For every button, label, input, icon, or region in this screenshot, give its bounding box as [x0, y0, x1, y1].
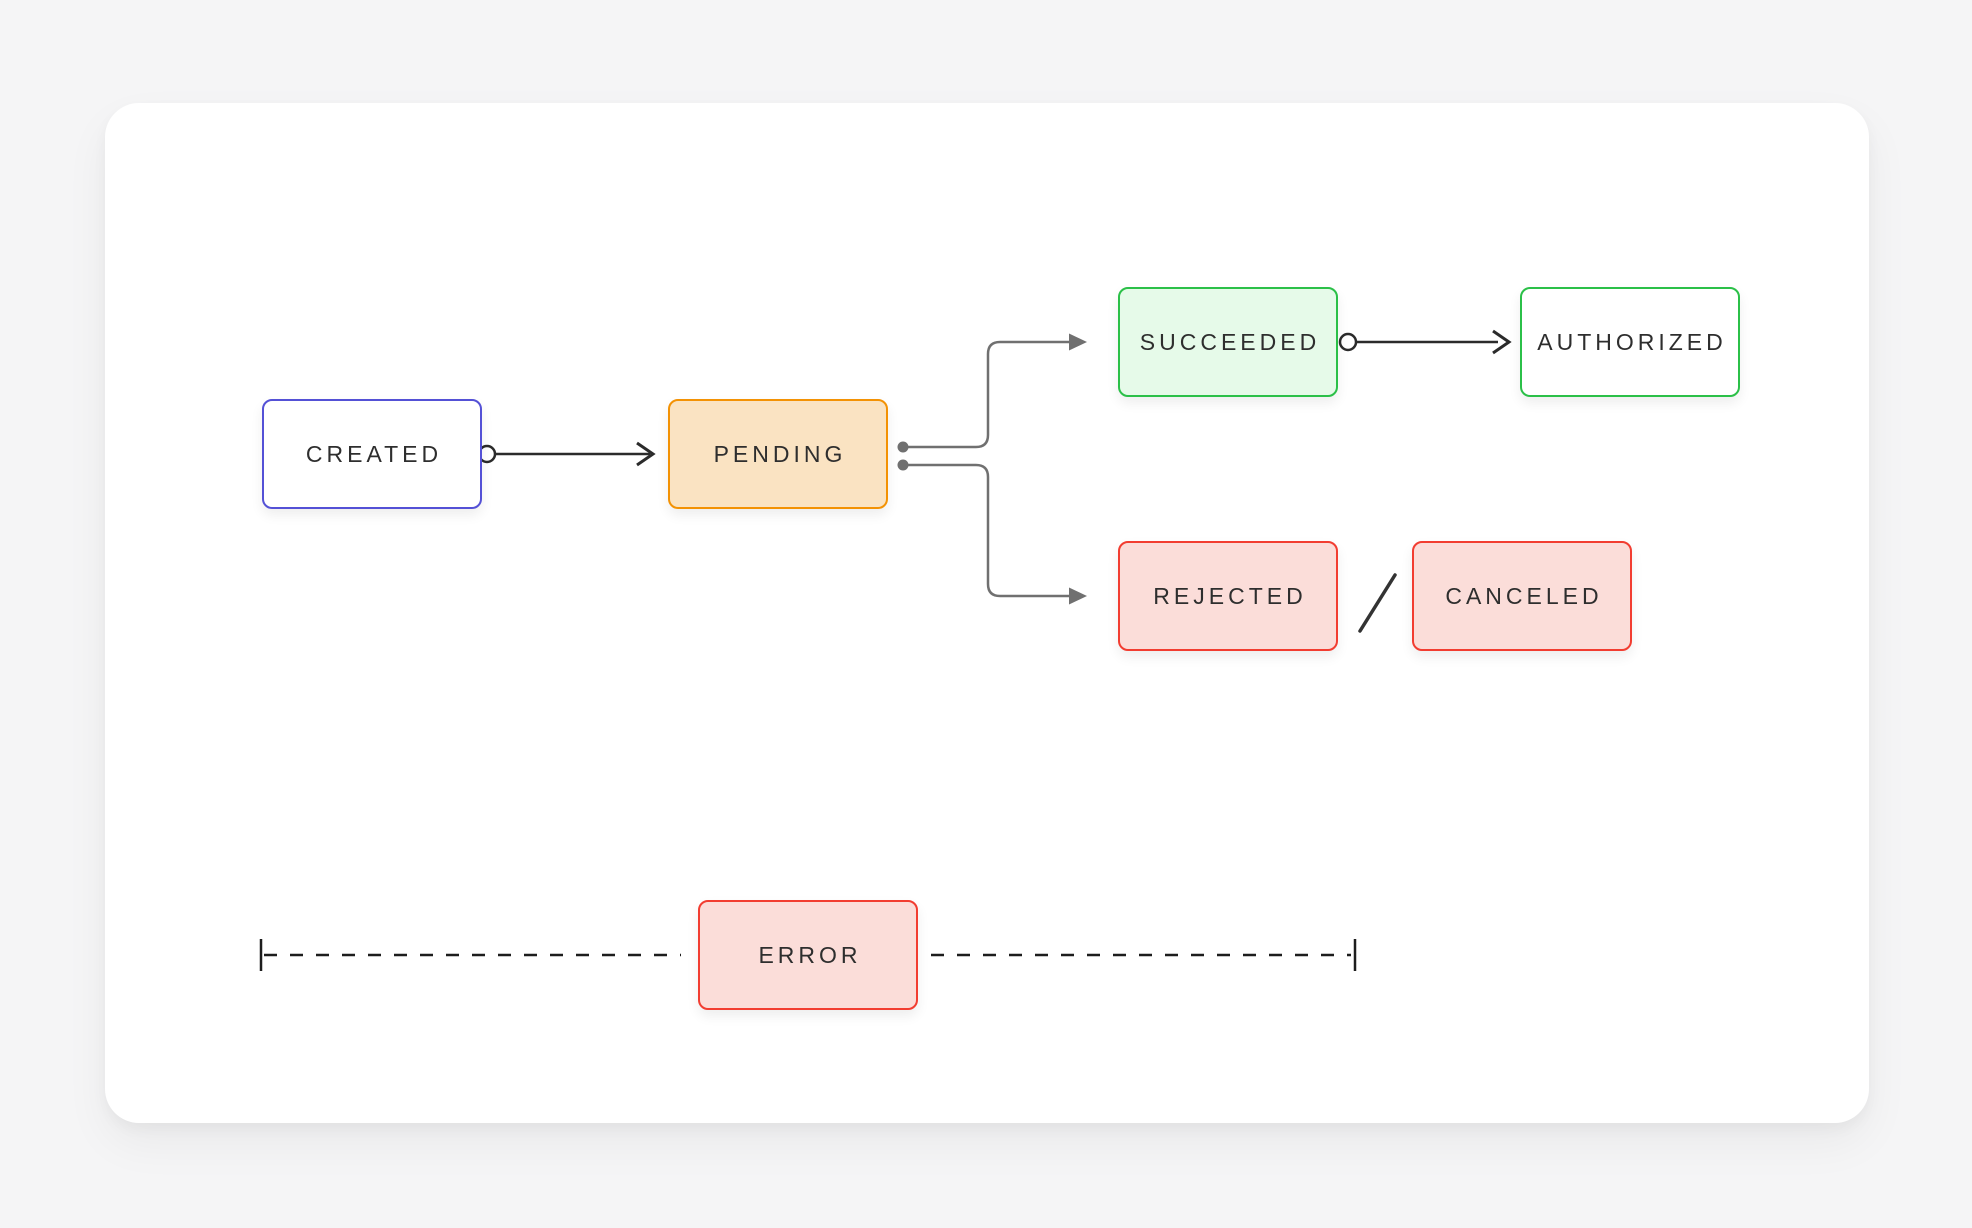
or-separator-slash [1358, 573, 1397, 633]
node-label: CANCELED [1445, 582, 1603, 609]
source-handle-circle-icon [1338, 332, 1358, 352]
arrowhead-icon [636, 441, 656, 467]
node-label: SUCCEEDED [1139, 328, 1321, 355]
connector-layer [259, 329, 1512, 971]
diagram-card: CREATED PENDING SUCCEEDED AUTHORIZED REJ… [105, 103, 1869, 1123]
node-label: CREATED [305, 440, 443, 467]
node-label: ERROR [758, 941, 862, 968]
node-rejected[interactable]: REJECTED [1118, 541, 1338, 651]
edge-succeeded-authorized [1338, 329, 1512, 355]
edge-pending-rejected [897, 459, 1087, 605]
arrowhead-icon [1069, 333, 1087, 351]
source-handle-dot-icon [897, 459, 909, 471]
node-label: AUTHORIZED [1537, 328, 1727, 355]
arrowhead-icon [1492, 329, 1512, 355]
error-dashed-line-right [931, 939, 1357, 971]
node-label: REJECTED [1153, 582, 1307, 609]
edge-line [908, 463, 1076, 598]
node-succeeded[interactable]: SUCCEEDED [1118, 287, 1338, 397]
edge-line [908, 340, 1076, 449]
node-created[interactable]: CREATED [262, 399, 482, 509]
node-error[interactable]: ERROR [698, 900, 918, 1010]
error-dashed-line-left [259, 939, 681, 971]
node-pending[interactable]: PENDING [668, 399, 888, 509]
node-label: PENDING [713, 440, 847, 467]
node-canceled[interactable]: CANCELED [1412, 541, 1632, 651]
node-authorized[interactable]: AUTHORIZED [1520, 287, 1740, 397]
edge-created-pending [477, 441, 656, 467]
source-handle-dot-icon [897, 441, 909, 453]
edge-pending-succeeded [897, 333, 1087, 453]
arrowhead-icon [1069, 587, 1087, 605]
